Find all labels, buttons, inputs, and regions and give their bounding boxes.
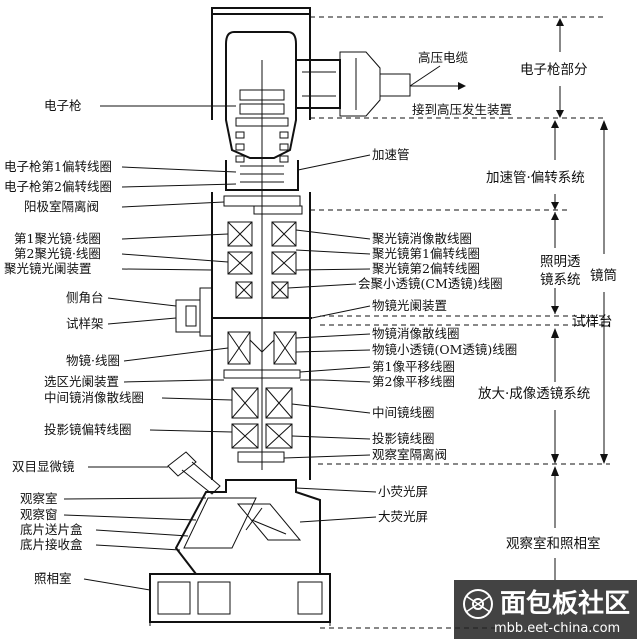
label-condenser-deflection-1: 聚光镜第1偏转线圈 — [372, 246, 480, 261]
label-large-screen: 大荧光屏 — [378, 509, 428, 524]
label-photo-chamber: 照相室 — [34, 571, 72, 586]
watermark: 面包板社区 mbb.eet-china.com — [454, 580, 637, 639]
label-specimen-holder: 试样架 — [66, 316, 104, 331]
section-illumination-line1: 照明透 — [540, 254, 581, 270]
photo-chamber — [149, 573, 331, 626]
label-om-lens-coil: 物镜小透镜(OM透镜)线圈 — [372, 342, 517, 357]
label-hv-cable: 高压电缆 — [418, 50, 469, 65]
watermark-url: mbb.eet-china.com — [494, 621, 620, 636]
section-accel-deflection: 加速管·偏转系统 — [486, 170, 585, 186]
label-intermediate-lens: 中间镜线圈 — [372, 405, 435, 420]
watermark-title: 面包板社区 — [500, 588, 630, 619]
label-accelerator-tube: 加速管 — [372, 147, 410, 162]
watermark-logo-icon — [463, 589, 493, 619]
label-cm-lens-coil: 会聚小透镜(CM透镜)线圈 — [358, 276, 503, 291]
label-gun-deflection-coil-1: 电子枪第1偏转线圈 — [4, 159, 112, 174]
label-to-hv-generator: 接到高压发生装置 — [412, 102, 512, 117]
label-selected-area-aperture: 选区光阑装置 — [44, 374, 119, 389]
label-chamber-isolation-valve: 观察室隔离阀 — [372, 447, 447, 462]
label-side-goniometer: 侧角台 — [66, 290, 104, 305]
section-lens-tube: 镜筒 — [590, 267, 617, 284]
section-electron-gun: 电子枪部分 — [520, 61, 588, 78]
section-specimen-stage: 试样台 — [572, 314, 613, 330]
label-viewing-window: 观察窗 — [20, 507, 58, 522]
label-objective-aperture: 物镜光阑装置 — [372, 298, 447, 313]
label-film-supply-cassette: 底片送片盒 — [20, 522, 83, 537]
hv-cable-connector — [296, 51, 411, 117]
label-image-shift-2: 第2像平移线圈 — [372, 374, 455, 389]
label-anode-isolation-valve: 阳极室隔离阀 — [24, 199, 99, 214]
section-dividers: 电子枪部分 加速管·偏转系统 照明透 镜系统 镜筒 试样台 放大·成像透镜系统 … — [310, 16, 617, 629]
electron-gun-stack — [235, 60, 289, 200]
label-electron-gun: 电子枪 — [44, 98, 82, 113]
side-goniometer — [175, 287, 213, 337]
label-condenser-aperture: 聚光镜光阑装置 — [4, 261, 92, 276]
label-viewing-chamber: 观察室 — [20, 491, 58, 506]
right-labels: 高压电缆 接到高压发生装置 加速管 聚光镜消像散线圈 聚光镜第1偏转线圈 聚光镜… — [283, 50, 517, 524]
label-small-screen: 小荧光屏 — [378, 484, 428, 499]
label-condenser-deflection-2: 聚光镜第2偏转线圈 — [372, 261, 480, 276]
label-image-shift-1: 第1像平移线圈 — [372, 359, 455, 374]
label-condenser-stigmator: 聚光镜消像散线圈 — [372, 231, 472, 246]
section-illumination-line2: 镜系统 — [540, 272, 581, 288]
label-objective-stigmator: 物镜消像散线圈 — [372, 326, 460, 341]
label-condenser-lens-2: 第2聚光镜·线圈 — [14, 246, 101, 261]
section-imaging-system: 放大·成像透镜系统 — [478, 386, 590, 402]
microscope-column — [149, 7, 411, 626]
viewing-chamber — [174, 479, 321, 575]
label-intermediate-stigmator: 中间镜消像散线圈 — [44, 390, 144, 405]
label-binocular-microscope: 双目显微镜 — [12, 459, 75, 474]
binocular-microscope — [167, 451, 221, 495]
label-film-receive-cassette: 底片接收盒 — [20, 537, 83, 552]
label-projector-lens: 投影镜线圈 — [372, 431, 435, 446]
label-condenser-lens-1: 第1聚光镜·线圈 — [14, 231, 101, 246]
section-chamber: 观察室和照相室 — [506, 535, 601, 552]
label-gun-deflection-coil-2: 电子枪第2偏转线圈 — [4, 179, 112, 194]
left-labels: 电子枪 电子枪第1偏转线圈 电子枪第2偏转线圈 阳极室隔离阀 第1聚光镜·线圈 … — [4, 98, 237, 591]
label-objective-lens: 物镜·线圈 — [66, 353, 120, 368]
label-projector-deflection-coil: 投影镜偏转线圈 — [44, 422, 132, 437]
